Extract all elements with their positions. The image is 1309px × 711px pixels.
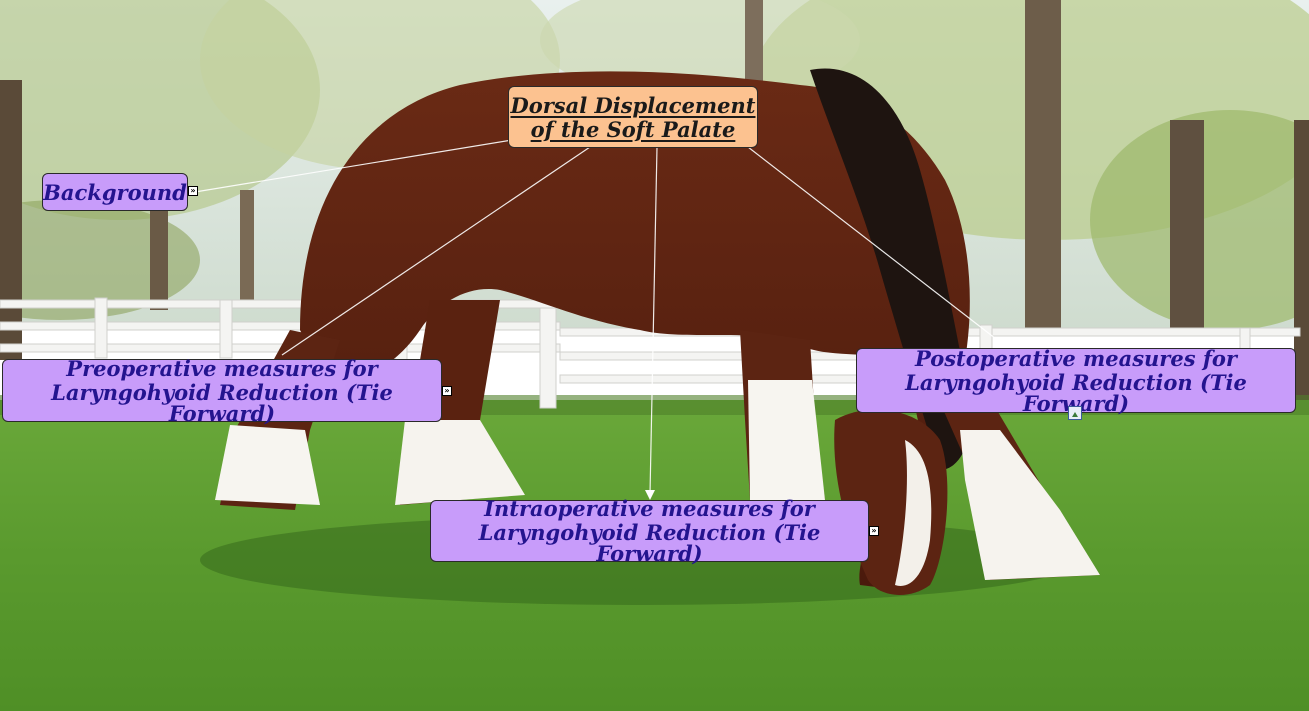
topic-intraoperative-line2: Laryngohyoid Reduction (Tie Forward) bbox=[478, 520, 821, 566]
topic-postoperative-line1: Postoperative measures for bbox=[915, 345, 1237, 371]
topic-postoperative[interactable]: Postoperative measures for Laryngohyoid … bbox=[856, 345, 1296, 416]
topic-background[interactable]: Background bbox=[42, 173, 188, 211]
image-icon[interactable] bbox=[1068, 406, 1082, 420]
central-topic-line2: of the Soft Palate bbox=[530, 116, 736, 142]
topic-background-label: Background bbox=[43, 179, 187, 205]
topic-preoperative[interactable]: Preoperative measures for Laryngohyoid R… bbox=[2, 355, 442, 426]
expand-arrows-icon[interactable]: » bbox=[442, 386, 452, 396]
topic-postoperative-line2: Laryngohyoid Reduction (Tie Forward) bbox=[905, 369, 1247, 416]
topic-preoperative-line1: Preoperative measures for bbox=[66, 355, 378, 381]
expand-arrows-icon[interactable]: » bbox=[188, 186, 198, 196]
central-topic-dorsal-displacement[interactable]: Dorsal Displacement of the Soft Palate bbox=[508, 86, 758, 148]
topic-preoperative-line2: Laryngohyoid Reduction (Tie Forward) bbox=[51, 379, 393, 426]
expand-arrows-icon[interactable]: » bbox=[869, 526, 879, 536]
topic-intraoperative-line1: Intraoperative measures for bbox=[484, 496, 815, 521]
topic-intraoperative[interactable]: Intraoperative measures for Laryngohyoid… bbox=[430, 496, 869, 566]
central-topic-line1: Dorsal Displacement bbox=[510, 92, 756, 118]
